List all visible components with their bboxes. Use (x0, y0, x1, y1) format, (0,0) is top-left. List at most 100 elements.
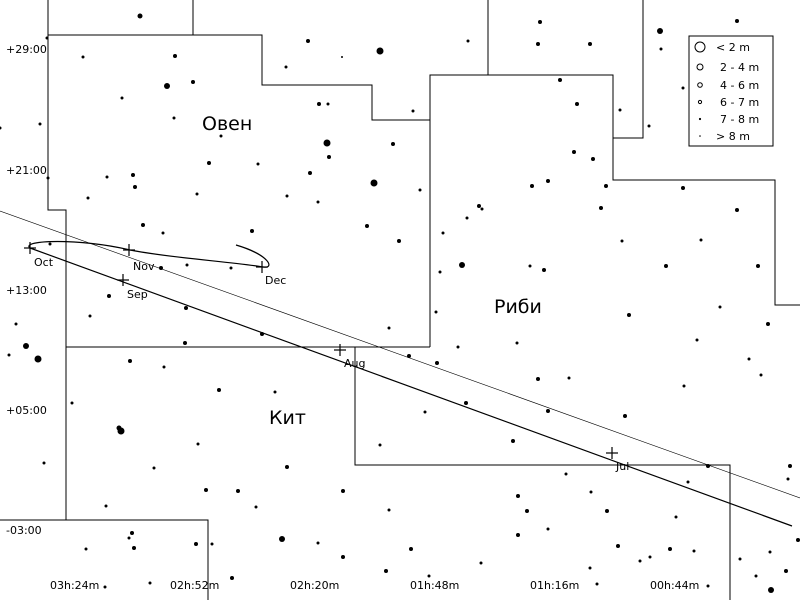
star (766, 322, 770, 326)
star (316, 200, 320, 204)
star (788, 464, 792, 468)
star (327, 155, 331, 159)
star (131, 173, 135, 177)
star (595, 582, 599, 586)
star (164, 83, 170, 89)
star (341, 555, 345, 559)
star (604, 184, 608, 188)
star (479, 561, 483, 565)
star (127, 536, 131, 540)
star (84, 547, 88, 551)
star (572, 150, 576, 154)
star (236, 489, 240, 493)
star (34, 355, 42, 363)
star (116, 425, 122, 431)
star (638, 559, 642, 563)
star (407, 354, 411, 358)
star (542, 268, 546, 272)
star (207, 161, 211, 165)
object-path (29, 247, 793, 527)
star (747, 357, 751, 361)
star (659, 47, 663, 51)
star (627, 313, 631, 317)
star (152, 466, 156, 470)
star (588, 566, 592, 570)
star (185, 263, 189, 267)
star (196, 442, 200, 446)
star (376, 47, 384, 55)
star (46, 176, 50, 180)
star (341, 56, 343, 58)
star (599, 206, 603, 210)
star (738, 557, 742, 561)
dec-label: +13:00 (6, 284, 47, 297)
star (391, 142, 395, 146)
star (784, 569, 788, 573)
star (536, 377, 540, 381)
star (516, 494, 520, 498)
star (480, 207, 484, 211)
star (466, 39, 470, 43)
ecliptic-line (0, 210, 800, 499)
month-label-dec: Dec (265, 274, 286, 287)
star (695, 338, 699, 342)
ra-label: 01h:16m (530, 579, 579, 592)
star (120, 96, 124, 100)
star (768, 587, 774, 593)
star (162, 365, 166, 369)
star (210, 542, 214, 546)
star (589, 490, 593, 494)
star (184, 306, 188, 310)
star (230, 576, 234, 580)
star (546, 179, 550, 183)
legend-symbol (696, 63, 704, 71)
star (786, 477, 790, 481)
star (387, 326, 391, 330)
star (648, 555, 652, 559)
star (692, 549, 696, 553)
star (250, 229, 254, 233)
star (699, 238, 703, 242)
star (686, 480, 690, 484)
star (323, 139, 331, 147)
legend-symbol (697, 82, 703, 88)
star (756, 264, 760, 268)
star (260, 332, 264, 336)
star (681, 86, 685, 90)
star (546, 527, 550, 531)
dec-label: -03:00 (6, 524, 42, 537)
legend-label: > 8 m (716, 130, 750, 143)
star (159, 266, 163, 270)
ra-label: 02h:52m (170, 579, 219, 592)
star (706, 464, 710, 468)
star (668, 547, 672, 551)
ra-label: 01h:48m (410, 579, 459, 592)
star (796, 538, 800, 542)
star (664, 264, 668, 268)
star (285, 465, 289, 469)
path-ticks (24, 242, 618, 459)
star (674, 515, 678, 519)
star (326, 102, 330, 106)
star (23, 343, 29, 349)
star (558, 78, 562, 82)
legend-symbol (697, 99, 703, 105)
retrograde-loop (28, 240, 270, 268)
star (370, 179, 378, 187)
star (88, 314, 92, 318)
star (605, 509, 609, 513)
star (0, 126, 2, 130)
star (620, 239, 624, 243)
dec-label: +05:00 (6, 404, 47, 417)
star (618, 108, 622, 112)
star (195, 192, 199, 196)
star (591, 157, 595, 161)
star (516, 533, 520, 537)
month-label-aug: Aug (344, 357, 365, 370)
star (285, 194, 289, 198)
legend-label: < 2 m (716, 41, 750, 54)
star (173, 54, 177, 58)
star (515, 341, 519, 345)
star (768, 550, 772, 554)
